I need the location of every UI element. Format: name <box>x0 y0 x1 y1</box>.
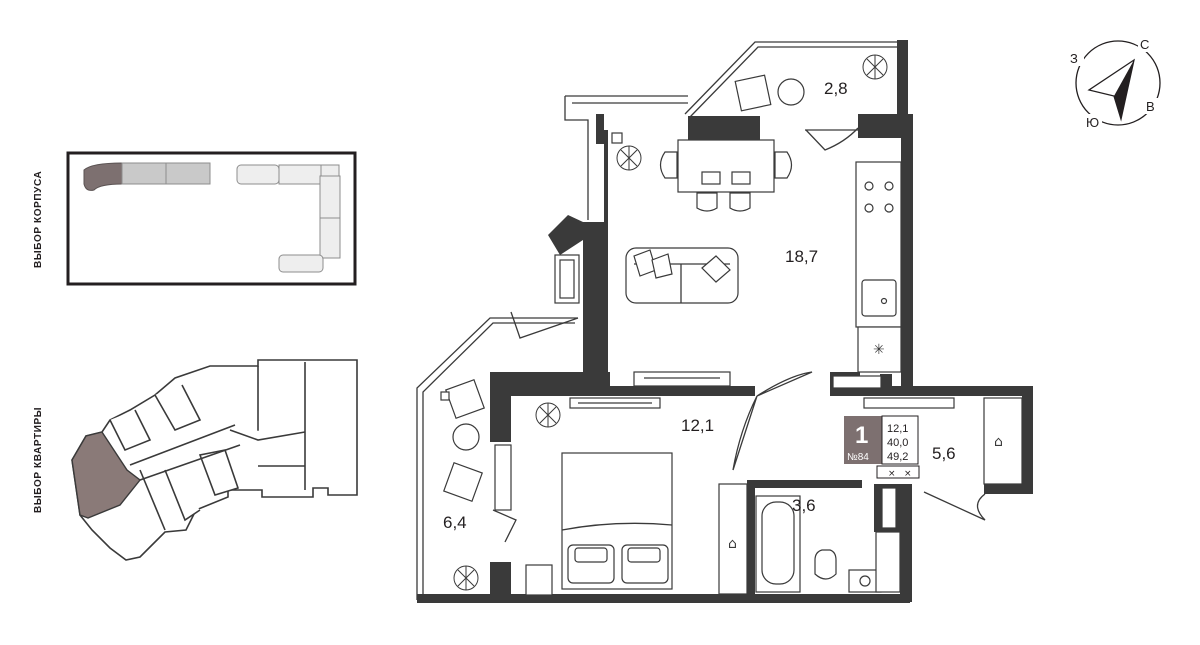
svg-text:×: × <box>904 469 912 479</box>
apartment-number: №84 <box>847 452 869 463</box>
room-area-bathroom: 3,6 <box>792 496 816 515</box>
compass-south: Ю <box>1086 115 1099 130</box>
building-section-2[interactable] <box>121 162 167 185</box>
total-area: 40,0 <box>887 437 908 449</box>
rooms-count: 1 <box>855 422 868 449</box>
room-area-balcony-top: 2,8 <box>824 79 848 98</box>
building-section-3[interactable] <box>165 162 211 185</box>
bathtub <box>755 495 801 593</box>
compass-east: В <box>1146 99 1155 114</box>
kitchen-unit: ✳ <box>832 161 902 389</box>
floor-plan-minimap <box>71 359 358 561</box>
room-area-bedroom: 12,1 <box>681 416 714 435</box>
room-area-living-kitchen: 18,7 <box>785 247 818 266</box>
building-select-map <box>66 151 357 286</box>
compass-west: З <box>1070 51 1078 66</box>
plant-icon <box>616 145 642 171</box>
svg-text:×: × <box>888 469 896 479</box>
selected-apartment-highlight[interactable] <box>71 431 141 519</box>
living-area: 12,1 <box>887 423 908 435</box>
plant-icon <box>453 565 479 591</box>
svg-text:⌂: ⌂ <box>994 434 1003 450</box>
dining-table <box>659 139 793 212</box>
room-area-balcony-left: 6,4 <box>443 513 467 532</box>
building-selected[interactable] <box>83 162 123 191</box>
bed <box>561 452 673 590</box>
plant-icon <box>535 402 561 428</box>
full-area: 49,2 <box>887 451 908 463</box>
plant-icon <box>862 54 888 80</box>
building-other[interactable] <box>236 164 341 273</box>
compass-north: С <box>1140 37 1149 52</box>
room-area-hall: 5,6 <box>932 444 956 463</box>
apartment-plan: ✳ ⌂ <box>416 40 1033 603</box>
svg-text:⌂: ⌂ <box>728 536 737 552</box>
compass: С З В Ю <box>1068 36 1162 130</box>
sofa <box>625 247 739 304</box>
svg-text:✳: ✳ <box>873 342 885 358</box>
apartment-badge: × × 1 №84 12,1 40,0 49,2 <box>844 415 920 479</box>
